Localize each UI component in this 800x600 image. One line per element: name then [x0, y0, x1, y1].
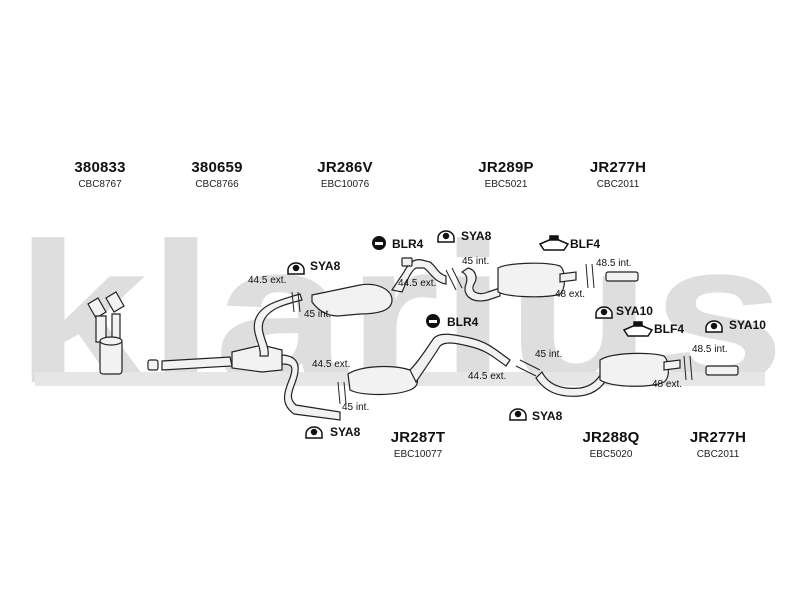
part-number-JR288Q: JR288Q — [582, 429, 640, 446]
fitting-label-sya10-right: SYA10 — [729, 318, 766, 332]
dimension-label: 44.5 ext. — [468, 371, 507, 382]
dimension-label: 48.5 int. — [692, 344, 728, 355]
part-ref-CBC8767: CBC8767 — [78, 179, 122, 190]
dimension-label: 45 int. — [342, 402, 370, 413]
centre-silencer-JR286V — [253, 257, 447, 357]
rear-section-JR289P — [460, 262, 577, 302]
dimension-label: 44.5 ext. — [398, 278, 437, 289]
fitting-label-sya10-mid: SYA10 — [616, 304, 653, 318]
manifold-380833 — [87, 291, 125, 375]
rear-section-JR288Q — [535, 352, 681, 397]
tail-pipe-bottom — [705, 365, 739, 376]
part-ref-CBC8766: CBC8766 — [195, 179, 239, 190]
fitting-label-blf4-top: BLF4 — [570, 237, 600, 251]
part-number-380833: 380833 — [74, 159, 126, 176]
part-number-JR287T: JR287T — [390, 429, 446, 446]
fitting-label-blr4-top: BLR4 — [392, 237, 424, 251]
dimension-label: 48 ext. — [555, 289, 586, 300]
part-ref-EBC5020: EBC5020 — [589, 449, 633, 460]
part-ref-EBC10076: EBC10076 — [320, 179, 370, 190]
part-number-JR277H-bottom: JR277H — [689, 429, 747, 446]
part-number-JR289P: JR289P — [478, 159, 534, 176]
front-pipe-380659 — [147, 344, 341, 421]
dimension-label: 45 int. — [462, 256, 490, 267]
fitting-label-sya8-bottom-mid: SYA8 — [532, 409, 563, 423]
fitting-label-sya8-top-mid: SYA8 — [461, 229, 492, 243]
part-number-JR277H-top: JR277H — [589, 159, 647, 176]
part-ref-CBC2011-top: CBC2011 — [596, 179, 640, 190]
dimension-label: 45 int. — [304, 309, 332, 320]
dimension-label: 44.5 ext. — [248, 275, 287, 286]
bracket-icon — [538, 235, 654, 337]
rubber-mount-icon — [287, 230, 723, 439]
part-ref-EBC5021: EBC5021 — [484, 179, 528, 190]
part-number-JR286V: JR286V — [317, 159, 373, 176]
dimension-label: 48.5 int. — [596, 258, 632, 269]
part-number-380659: 380659 — [191, 159, 243, 176]
part-ref-EBC10077: EBC10077 — [393, 449, 443, 460]
fitting-label-blr4-mid: BLR4 — [447, 315, 479, 329]
bolt-icon — [372, 236, 440, 328]
tail-pipe-top — [605, 271, 639, 282]
centre-silencer-JR287T — [347, 333, 511, 396]
dimension-label: 48 ext. — [652, 379, 683, 390]
fitting-label-sya8-bottom-left: SYA8 — [330, 425, 361, 439]
dimension-label: 45 int. — [535, 349, 563, 360]
fitting-label-blf4-mid: BLF4 — [654, 322, 684, 336]
fitting-label-sya8-top-left: SYA8 — [310, 259, 341, 273]
part-ref-CBC2011-bottom: CBC2011 — [696, 449, 740, 460]
dimension-label: 44.5 ext. — [312, 359, 351, 370]
